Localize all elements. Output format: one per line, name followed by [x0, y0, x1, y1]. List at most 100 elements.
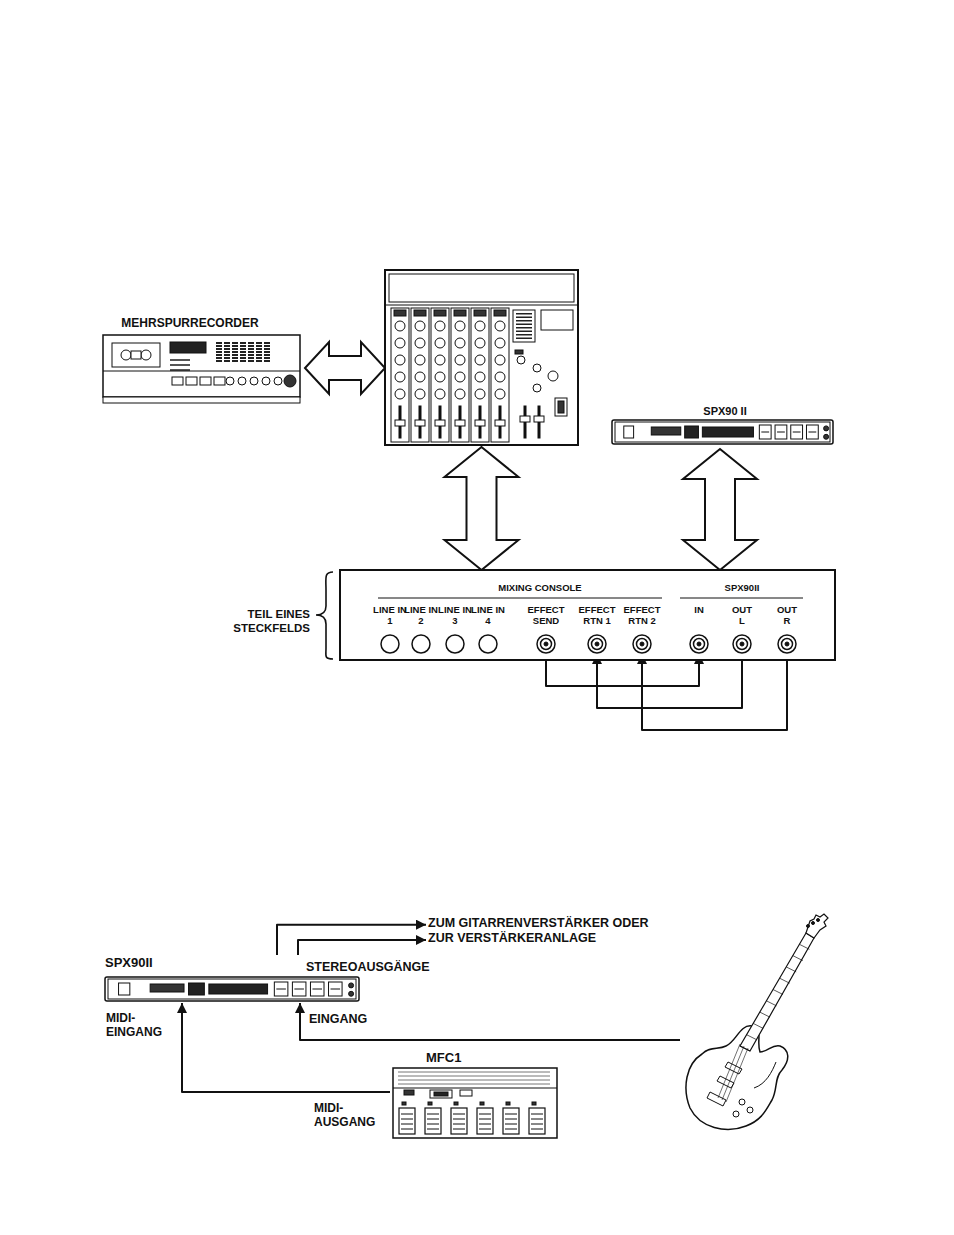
tuning-peg	[807, 925, 810, 928]
plug	[782, 639, 793, 650]
level-meter	[264, 357, 270, 359]
jack-socket	[778, 635, 796, 653]
cassette-window	[112, 343, 160, 367]
lcd-display	[702, 427, 753, 437]
power-switch	[119, 983, 130, 995]
channel-strip	[411, 308, 429, 442]
jack	[824, 426, 829, 431]
knob	[517, 356, 525, 364]
pedal-grip	[505, 1129, 517, 1130]
fret	[760, 1012, 770, 1017]
level-meter	[232, 345, 238, 347]
pedal-grip	[427, 1114, 439, 1115]
channel-knob	[495, 355, 505, 365]
pedal-grip	[531, 1129, 543, 1130]
level-meter	[216, 351, 222, 353]
tape-reel	[121, 350, 131, 360]
channel-knob	[455, 389, 465, 399]
device-label: MIXING CONSOLE	[498, 582, 581, 593]
level-meter	[248, 342, 254, 344]
pedal-grip	[505, 1114, 517, 1115]
channel-switch	[414, 310, 426, 316]
fret	[747, 1035, 757, 1040]
control-knob	[238, 377, 246, 385]
logo	[651, 427, 680, 435]
channel-knob	[435, 321, 445, 331]
control-knob	[739, 1099, 745, 1105]
patch-jack: LINE IN 4	[463, 602, 513, 654]
jack-label: EFFECT SEND	[523, 604, 569, 627]
level-meter	[240, 345, 246, 347]
control-knob	[733, 1111, 739, 1117]
mixing-console	[385, 270, 578, 445]
foot-pedal	[425, 1108, 441, 1134]
pedal-grip	[453, 1124, 465, 1125]
key-mark	[331, 989, 341, 990]
channel-knob	[435, 372, 445, 382]
program-display	[685, 426, 699, 438]
destination-text: ZUM GITARRENVERSTÄRKER ODER ZUR VERSTÄRK…	[428, 916, 658, 948]
signal-flow-arrow	[683, 449, 757, 570]
key-button	[759, 425, 771, 439]
fret	[786, 967, 796, 972]
fader-cap	[455, 420, 465, 426]
text-slot: SPX90II	[105, 955, 153, 971]
patch-jack: OUT L	[717, 602, 767, 654]
fader-cap	[520, 416, 530, 422]
patch-jack: EFFECT SEND	[521, 602, 571, 654]
fret	[753, 1023, 763, 1028]
switch	[515, 350, 523, 354]
key-button	[292, 982, 306, 996]
level-meter	[248, 345, 254, 347]
pedal-grip	[401, 1114, 413, 1115]
panel-line	[398, 1072, 550, 1073]
level-meter	[256, 351, 262, 353]
jack	[349, 991, 354, 996]
fret	[793, 956, 803, 961]
plug	[592, 639, 603, 650]
level-meter	[248, 348, 254, 350]
level-meter	[240, 357, 246, 359]
key-button	[310, 982, 324, 996]
plug-tip	[544, 642, 548, 646]
channel-knob	[415, 372, 425, 382]
signal-flow-arrow	[305, 342, 385, 394]
text-slot: LINE IN 4	[471, 604, 505, 627]
pedal-grip	[531, 1119, 543, 1120]
channel-strip	[471, 308, 489, 442]
panel-line	[398, 1076, 550, 1077]
jack-socket	[412, 635, 430, 653]
device-label: ZUM GITARRENVERSTÄRKER ODER ZUR VERSTÄRK…	[428, 916, 658, 946]
text-slot: STEREOAUSGÄNGE	[306, 960, 430, 975]
key-button	[775, 425, 787, 439]
jack-label: LINE IN 2	[404, 604, 438, 627]
pedal-grip	[479, 1119, 491, 1120]
group-underline	[680, 598, 803, 599]
channel-knob	[495, 372, 505, 382]
curly-bracket	[316, 572, 333, 659]
transport-button	[200, 377, 211, 385]
jack-socket	[537, 635, 555, 653]
level-meter	[516, 338, 532, 340]
channel-knob	[395, 372, 405, 382]
channel-switch	[434, 310, 446, 316]
mfc-body	[393, 1068, 557, 1138]
level-meter	[224, 360, 230, 362]
led	[480, 1102, 484, 1105]
fader-cap	[435, 420, 445, 426]
control-knob	[274, 377, 282, 385]
jack	[349, 983, 354, 988]
pedal-grip	[401, 1124, 413, 1125]
text-slot: EINGANG	[309, 1012, 367, 1027]
level-meter	[240, 360, 246, 362]
level-meter	[224, 357, 230, 359]
channel-knob	[435, 355, 445, 365]
text-slot: MFC1	[426, 1050, 461, 1066]
plug-tip	[697, 642, 701, 646]
mixing-console-drawing	[385, 270, 578, 445]
level-meter	[232, 360, 238, 362]
control-knob	[226, 377, 234, 385]
jack-label: LINE IN 3	[438, 604, 472, 627]
channel-knob	[455, 338, 465, 348]
foot-controller: MFC1	[390, 1050, 562, 1140]
